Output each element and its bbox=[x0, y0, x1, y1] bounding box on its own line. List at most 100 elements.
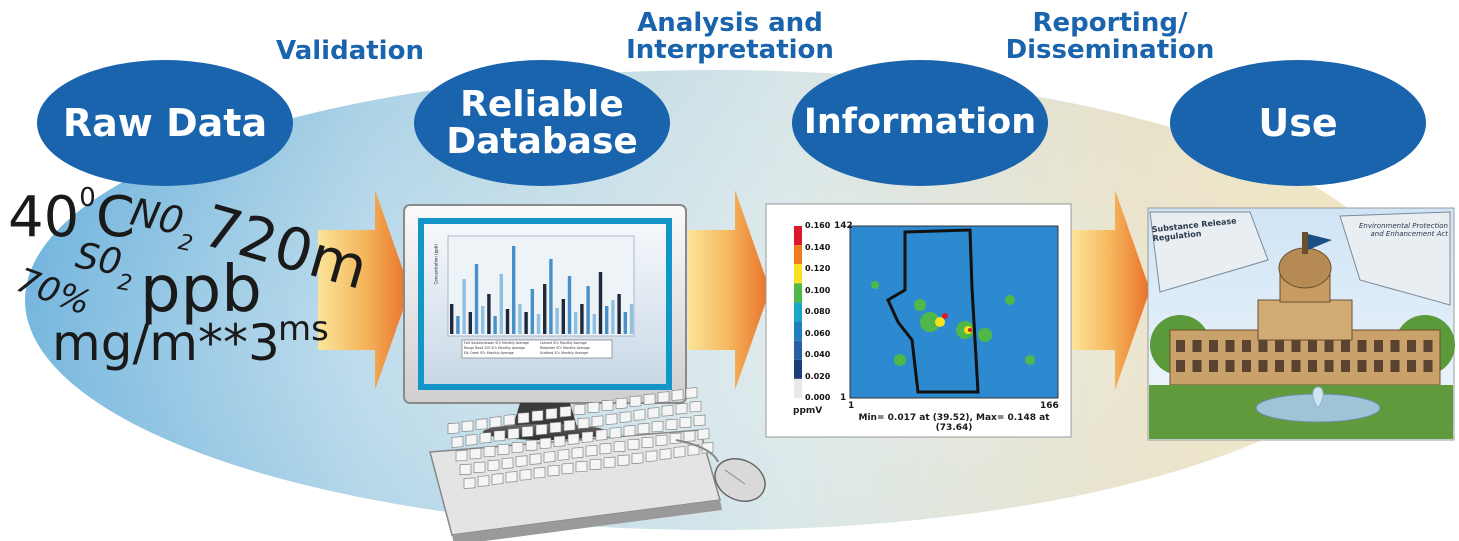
building-window bbox=[1308, 340, 1317, 352]
keyboard-key bbox=[627, 438, 640, 451]
keyboard-key bbox=[589, 458, 602, 471]
use-oval bbox=[1170, 60, 1426, 186]
keyboard-key bbox=[601, 399, 614, 412]
keyboard-key bbox=[493, 430, 506, 442]
raw-data-label: Raw Data bbox=[62, 100, 268, 145]
keyboard-key bbox=[617, 454, 630, 467]
legislature-illustration bbox=[1147, 207, 1455, 441]
monitor-chart-bars bbox=[450, 246, 634, 334]
keyboard-key bbox=[455, 450, 468, 462]
monitor-chart-bar bbox=[505, 309, 510, 334]
monitor-chart-bar bbox=[623, 312, 628, 334]
monitor-chart-bar bbox=[605, 306, 609, 334]
colorbar-segment bbox=[794, 340, 802, 360]
colorbar-tick-label: 0.100 bbox=[805, 285, 831, 295]
monitor-chart-bar bbox=[481, 306, 485, 334]
monitor-chart-bar bbox=[611, 300, 615, 334]
keyboard-key bbox=[469, 447, 482, 460]
keyboard-key bbox=[651, 420, 664, 433]
map-heat-spot bbox=[871, 281, 879, 289]
building-window bbox=[1258, 360, 1268, 372]
building-window bbox=[1374, 340, 1383, 352]
alberta-outline bbox=[886, 228, 980, 394]
building-window bbox=[1291, 340, 1301, 352]
keyboard-key bbox=[647, 407, 660, 419]
building-window bbox=[1176, 360, 1185, 372]
monitor-legend-entry: Scotford SO₂ Monthly Average bbox=[540, 351, 589, 355]
arrow-validation bbox=[318, 190, 410, 390]
building-window bbox=[1341, 340, 1350, 352]
building-window bbox=[1209, 360, 1218, 372]
keyboard-key bbox=[501, 457, 514, 469]
monitor-chart-bar bbox=[474, 264, 479, 334]
keyboard-key bbox=[563, 419, 576, 432]
monitor-chart-bar bbox=[462, 279, 466, 334]
keyboard-key bbox=[461, 420, 474, 432]
keyboard-key bbox=[671, 389, 684, 401]
monitor-chart-bar bbox=[456, 316, 460, 334]
building-window bbox=[1390, 340, 1400, 352]
keyboard-key bbox=[605, 413, 618, 425]
colorbar-tick-label: 0.000 bbox=[805, 393, 831, 402]
keyboard-key bbox=[503, 414, 516, 426]
colorbar-segment bbox=[794, 264, 802, 284]
building-window bbox=[1423, 360, 1433, 372]
monitor-chart-bar bbox=[592, 314, 597, 334]
building-window bbox=[1209, 340, 1218, 352]
keyboard-key bbox=[631, 452, 644, 464]
keyboard-key bbox=[547, 464, 560, 477]
keyboard-key bbox=[693, 414, 706, 427]
keyboard-key bbox=[665, 418, 678, 431]
keyboard-key bbox=[585, 445, 598, 457]
keyboard-key bbox=[553, 435, 566, 447]
monitor-chart-bar bbox=[555, 308, 559, 334]
building-window bbox=[1324, 360, 1334, 372]
keyboard-key bbox=[595, 429, 608, 441]
monitor-chart-bar bbox=[518, 304, 522, 334]
map-y-bottom: 1 bbox=[840, 393, 847, 403]
map-y-top: 142 bbox=[834, 221, 853, 231]
keyboard-key bbox=[549, 421, 562, 434]
monitor-legend-entry: Lamont SO₂ Monthly Average bbox=[540, 341, 587, 345]
keyboard-key bbox=[531, 410, 544, 422]
monitor-chart-bar bbox=[499, 274, 504, 334]
keyboard-key bbox=[577, 417, 590, 430]
keyboard-key bbox=[463, 477, 476, 489]
keyboard-key bbox=[529, 453, 542, 465]
keyboard-key bbox=[599, 442, 612, 455]
keyboard-key bbox=[507, 427, 520, 440]
monitor-chart-bar bbox=[536, 314, 541, 334]
keyboard-key bbox=[669, 432, 682, 444]
monitor-chart-bar bbox=[629, 304, 634, 334]
keyboard-key bbox=[603, 456, 616, 469]
keyboard-key bbox=[697, 428, 710, 440]
keyboard-key bbox=[491, 473, 504, 485]
colorbar-tick-label: 0.060 bbox=[805, 328, 831, 338]
colorbar-segment bbox=[794, 378, 802, 398]
building-window bbox=[1423, 340, 1433, 352]
map-heat-spot bbox=[942, 313, 948, 319]
keyboard-key bbox=[661, 405, 674, 417]
colorbar-segment bbox=[794, 359, 802, 379]
mouse bbox=[675, 439, 766, 502]
monitor-chart-bar bbox=[617, 294, 621, 334]
reliable-database-oval bbox=[414, 60, 670, 186]
building-window bbox=[1242, 340, 1251, 352]
keyboard-key bbox=[535, 423, 548, 436]
keyboard-key bbox=[465, 434, 478, 446]
keyboard-key bbox=[545, 408, 558, 420]
raw-ms: ms bbox=[278, 309, 329, 349]
monitor-chart-bar bbox=[493, 316, 497, 334]
keyboard-key bbox=[559, 405, 572, 418]
map-heat-spot bbox=[1005, 295, 1015, 305]
keyboard-key bbox=[659, 448, 672, 460]
building-window bbox=[1275, 360, 1284, 372]
colorbar-tick-label: 0.120 bbox=[805, 264, 831, 273]
monitor-chart-bar bbox=[567, 276, 572, 334]
keyboard-key bbox=[511, 441, 524, 454]
monitor-chart-bar bbox=[512, 246, 516, 334]
colorbar-segment bbox=[794, 302, 802, 322]
keyboard-key bbox=[675, 403, 688, 415]
